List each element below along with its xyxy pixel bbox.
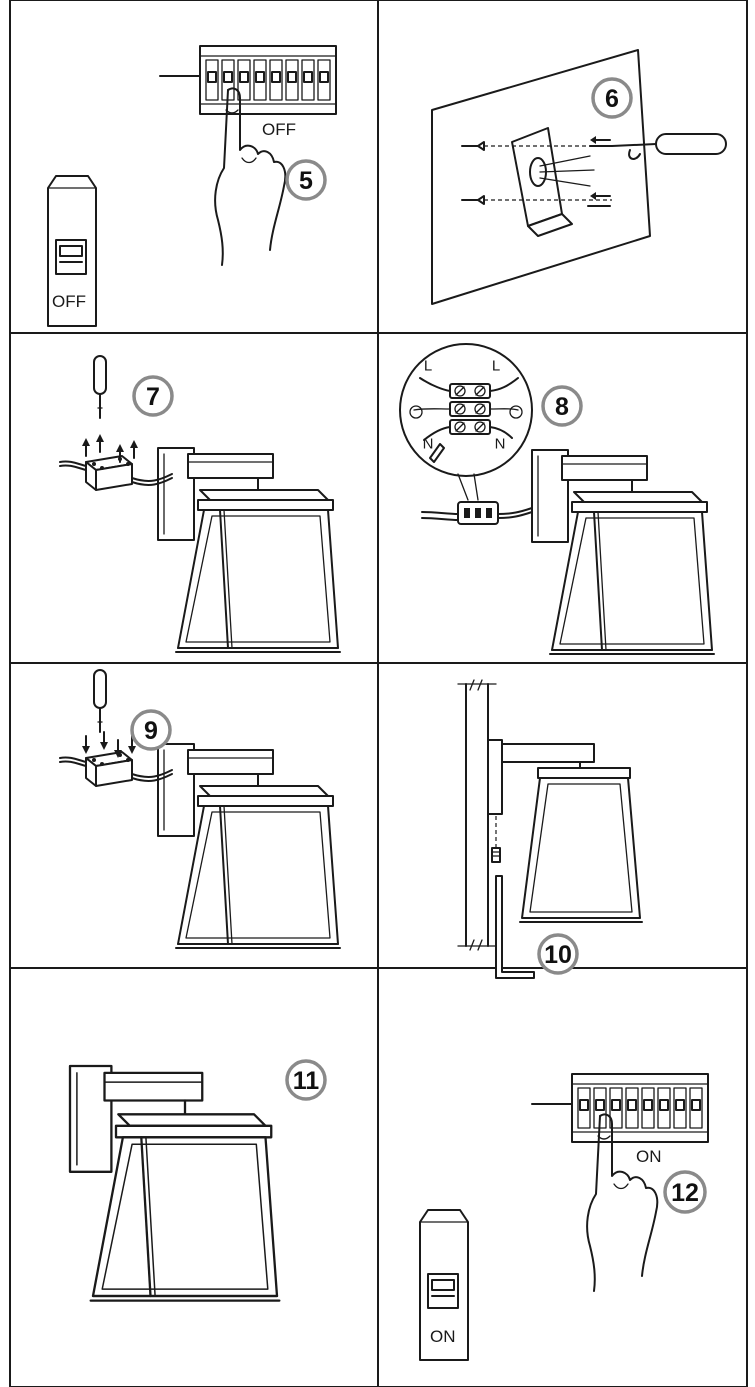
step-number: 11	[293, 1067, 320, 1095]
step-9-panel: 9	[59, 669, 341, 949]
lantern-light-icon	[68, 1064, 281, 1302]
step-number: 6	[605, 85, 619, 113]
switch-off-label: OFF	[52, 292, 86, 311]
step-10-panel: 10	[457, 679, 643, 979]
step-6-panel: 6	[431, 49, 727, 305]
step-number: 8	[555, 393, 569, 421]
neutral-wire-label-left: N	[423, 436, 434, 453]
step-number: 7	[146, 383, 160, 411]
wall-outline	[431, 49, 651, 305]
step-badge: 9	[130, 709, 172, 751]
step-badge: 10	[537, 933, 579, 975]
step-7-panel: 7	[59, 355, 341, 653]
breaker-panel-icon	[159, 45, 337, 115]
screw-icon	[587, 136, 613, 207]
screwdriver-icon	[93, 355, 107, 419]
live-wire-label-right: L	[492, 358, 500, 375]
allen-key-icon	[495, 875, 535, 979]
lantern-light-icon	[157, 743, 341, 949]
step-number: 12	[671, 1179, 699, 1207]
step-8-panel: L L N N 8	[399, 343, 715, 655]
step-number: 9	[144, 717, 158, 745]
live-wire-label-left: L	[424, 358, 432, 375]
panel-grid	[9, 0, 748, 1387]
connector-detail-callout: L L N N	[399, 343, 533, 501]
switch-on-label: ON	[430, 1327, 456, 1346]
step-badge: 5	[285, 159, 327, 201]
step-badge: 8	[541, 385, 583, 427]
step-5-panel: OFF OFF 5	[47, 45, 337, 327]
lantern-light-icon	[157, 447, 341, 653]
step-badge: 12	[663, 1170, 707, 1214]
breaker-off-label: OFF	[262, 120, 296, 139]
wall-plug-icon	[461, 141, 485, 205]
lantern-side-view	[487, 739, 643, 923]
step-badge: 7	[132, 375, 174, 417]
neutral-wire-label-right: N	[495, 436, 506, 453]
lantern-light-icon	[531, 449, 715, 655]
breaker-on-label: ON	[636, 1147, 662, 1166]
breaker-panel-icon	[531, 1073, 709, 1143]
junction-box-icon	[59, 455, 173, 491]
step-badge: 6	[591, 77, 633, 119]
step-badge: 11	[285, 1059, 327, 1101]
mounting-bracket-icon	[511, 127, 595, 237]
step-11-panel: 11	[68, 1059, 327, 1302]
screwdriver-icon	[611, 133, 727, 160]
terminal-block-icon	[421, 501, 533, 525]
step-number: 10	[544, 941, 572, 969]
step-12-panel: ON ON 12	[419, 1073, 709, 1361]
set-screw-icon	[491, 847, 501, 863]
screwdriver-icon	[93, 669, 107, 733]
junction-box-icon	[59, 751, 173, 787]
step-number: 5	[299, 167, 313, 195]
